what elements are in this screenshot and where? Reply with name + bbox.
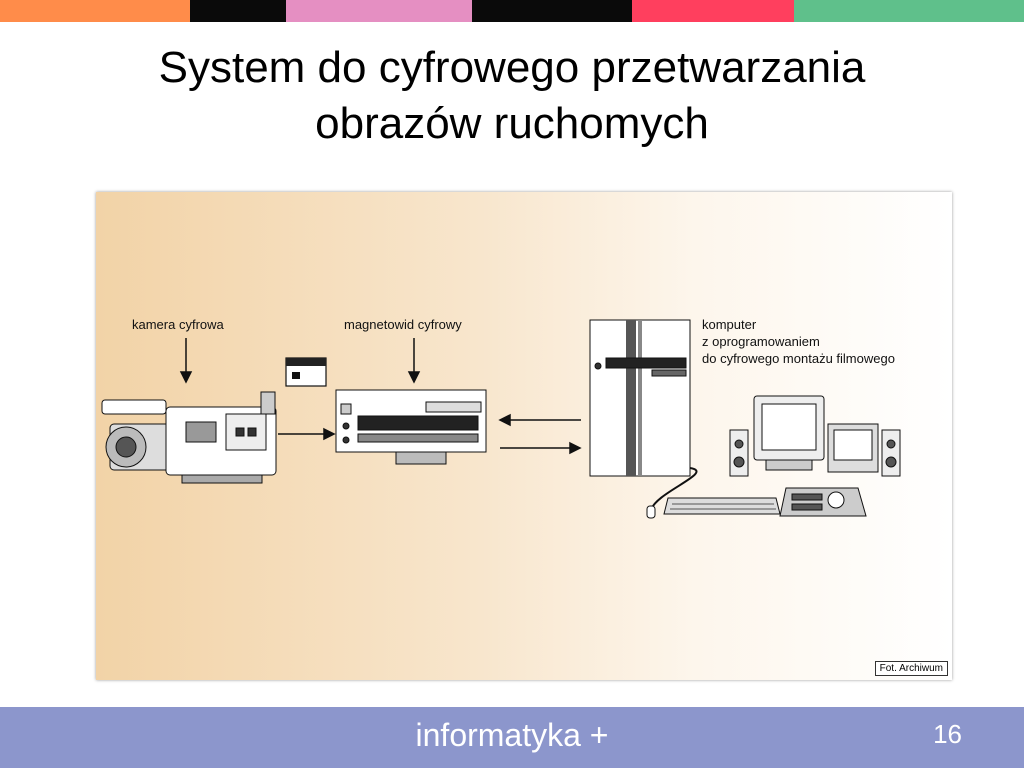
bar-segment-black-1: [190, 0, 286, 22]
bar-segment-orange: [0, 0, 190, 22]
camera-icon: [101, 391, 277, 484]
label-camera: kamera cyfrowa: [132, 317, 224, 332]
footer-text: informatyka +: [415, 717, 609, 753]
monitor-icon: [753, 395, 825, 471]
down-arrow-camera: [179, 338, 193, 384]
top-color-bar: [0, 0, 1024, 22]
equipment-drawing: [101, 319, 901, 519]
label-computer: komputer z oprogramowaniem do cyfrowego …: [702, 317, 895, 366]
cable: [650, 467, 698, 511]
arrow-vcr-to-computer: [500, 441, 582, 455]
speaker-right-icon: [881, 429, 901, 477]
mouse-icon: [646, 505, 656, 519]
down-arrow-vcr: [407, 338, 421, 384]
video-monitor-icon: [827, 423, 879, 473]
photo-credit: Fot. Archiwum: [874, 661, 948, 676]
bar-segment-black-2: [472, 0, 632, 22]
keyboard-icon: [663, 497, 781, 515]
computer-tower-icon: [589, 319, 691, 477]
label-vcr: magnetowid cyfrowy: [344, 317, 462, 332]
page-number: 16: [933, 719, 962, 749]
bar-segment-pink: [286, 0, 472, 22]
arrow-camera-to-vcr: [278, 427, 336, 441]
edit-controller-icon: [779, 487, 867, 517]
arrow-computer-to-vcr: [498, 413, 581, 427]
bar-segment-red: [632, 0, 794, 22]
speaker-left-icon: [729, 429, 749, 477]
title-line-1: System do cyfrowego przetwarzania: [158, 43, 866, 92]
system-figure: kamera cyfrowa magnetowid cyfrowy komput…: [96, 192, 952, 680]
vcr-icon: [335, 389, 487, 465]
bar-segment-green: [794, 0, 1024, 22]
cassette-icon: [285, 357, 327, 387]
title-line-2: obrazów ruchomych: [315, 99, 709, 148]
slide-title: System do cyfrowego przetwarzania obrazó…: [0, 40, 1024, 152]
footer-bar: informatyka + 16: [0, 707, 1024, 768]
